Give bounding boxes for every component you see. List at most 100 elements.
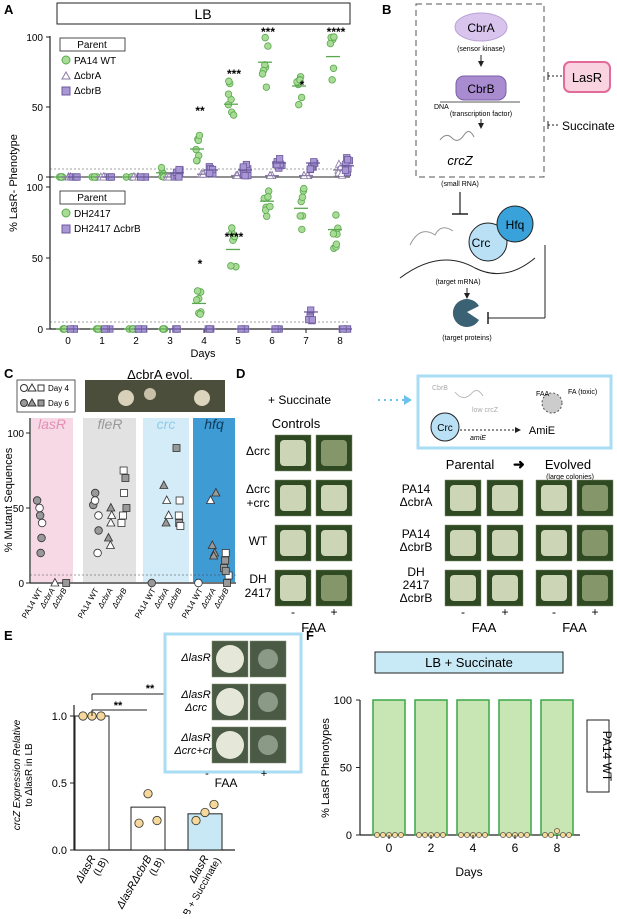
mutant-point xyxy=(175,496,184,505)
mutant-point xyxy=(107,510,117,519)
a-ytick-label: 100 xyxy=(26,183,43,194)
data-point xyxy=(262,83,271,91)
mutant-point xyxy=(106,502,116,512)
data-point xyxy=(175,165,183,174)
legend-bottom: Parent DH2417 DH2417 ΔcbrB xyxy=(59,190,141,235)
data-point xyxy=(296,76,304,84)
cbrb-label: CbrB xyxy=(467,82,494,96)
replicate-point xyxy=(458,832,464,838)
mutant-point xyxy=(119,466,128,475)
significance-star: ** xyxy=(195,104,205,118)
c-ytick-label: 0 xyxy=(18,579,24,590)
faa-label: FAA xyxy=(301,620,326,635)
e-bar-label: ΔlasRΔcbrB xyxy=(114,854,155,912)
crcz-rna-icon xyxy=(439,131,475,141)
panel-f-header: LB + Succinate xyxy=(425,655,513,670)
cbrb-sub: (transcription factor) xyxy=(450,111,512,118)
data-point xyxy=(258,70,267,78)
replicate-point xyxy=(542,832,548,838)
colony-tile xyxy=(576,524,614,562)
replicate-point xyxy=(392,832,398,838)
colony-tile xyxy=(444,524,482,562)
panel-letter-f: F xyxy=(306,628,314,643)
crcz-sub: (small RNA) xyxy=(441,181,479,188)
regulation-box xyxy=(415,3,545,178)
panel-a-ylabel: % LasR- Phenotype xyxy=(8,134,20,232)
faa-plus: + xyxy=(330,605,337,619)
mutant-point xyxy=(176,522,185,530)
a-xtick-label: 8 xyxy=(337,336,343,347)
cbra-node xyxy=(454,12,508,42)
replicate-point xyxy=(380,832,386,838)
target-protein-icon xyxy=(452,299,479,327)
mutant-point xyxy=(36,548,45,558)
crcz-label: crcZ xyxy=(447,153,473,168)
controls-label: Controls xyxy=(272,416,321,431)
faa-minus: - xyxy=(552,605,556,619)
faa-plus: + xyxy=(501,605,508,619)
gene-hfq: hfq xyxy=(204,416,224,432)
mutant-point xyxy=(223,579,231,587)
inset-colony-tile xyxy=(211,726,249,764)
e-ytick-label: 0.5 xyxy=(52,778,67,790)
data-point xyxy=(261,33,269,42)
significance-star: *** xyxy=(227,67,241,81)
mutant-point xyxy=(211,487,221,497)
data-point xyxy=(329,230,338,238)
inset-low-crcz: low crcZ xyxy=(472,407,499,414)
data-point xyxy=(329,64,338,72)
mutant-point xyxy=(163,510,174,519)
data-point xyxy=(332,211,340,219)
parental-label: Parental xyxy=(446,457,495,472)
inset-fa: FA (toxic) xyxy=(568,389,597,396)
replicate-point xyxy=(200,807,210,818)
colony-tile xyxy=(576,569,614,607)
strain-label: Δcrc+crc xyxy=(246,482,270,510)
mutant-point xyxy=(147,578,156,588)
legend-bottom-item-1: DH2417 ΔcbrB xyxy=(74,224,141,235)
f-ytick-label: 100 xyxy=(334,695,352,707)
inset-crc-protein xyxy=(430,412,460,442)
mutant-point xyxy=(37,518,47,528)
replicate-point xyxy=(374,832,380,838)
panel-letter-d: D xyxy=(236,366,245,381)
colony-tile xyxy=(274,479,312,517)
a-xtick-label: 5 xyxy=(235,336,241,347)
legend-top-item-2: ΔcbrB xyxy=(74,86,102,97)
significance-star: * xyxy=(300,78,305,92)
replicate-point xyxy=(191,815,201,826)
panel-a-xlabel: Days xyxy=(190,348,216,360)
f-ytick-label: 50 xyxy=(340,763,352,775)
data-point xyxy=(344,156,352,164)
lasr-phenotype-bar xyxy=(372,699,406,836)
colony-tile xyxy=(535,479,573,517)
panel-e-ylabel-2: to ΔlasR in LB xyxy=(24,743,35,807)
sig-1: ** xyxy=(146,683,155,695)
data-point xyxy=(328,76,336,84)
inset-colony-tile xyxy=(249,726,287,764)
replicate-point xyxy=(152,815,162,826)
data-point xyxy=(157,163,166,172)
lasr-phenotype-bar xyxy=(498,699,532,836)
c-ytick-label: 50 xyxy=(13,504,25,515)
panel-c-ylabel: % Mutant Sequences xyxy=(3,447,15,552)
legend-top-title: Parent xyxy=(77,40,107,51)
lasr-phenotype-bar xyxy=(540,699,574,836)
data-point xyxy=(308,316,316,324)
legend-top-item-1: ΔcbrA xyxy=(74,71,102,82)
significance-star: *** xyxy=(261,25,275,39)
mutant-point xyxy=(106,517,116,527)
panel-d: + Succinate CbrB low crcZ Crc amiE AmiE … xyxy=(245,374,614,635)
data-point xyxy=(341,166,350,174)
panel-f-header-box xyxy=(374,651,564,674)
mutant-point xyxy=(50,577,60,587)
f-xtick-label: 8 xyxy=(554,841,561,855)
colony-tile xyxy=(444,479,482,517)
evolved-label: Evolved xyxy=(545,457,591,472)
expression-bar xyxy=(74,715,110,851)
mutant-point xyxy=(194,578,203,588)
inset-amie: AmiE xyxy=(529,425,555,437)
panel-f-ylabel: % LasR Phenotypes xyxy=(320,718,332,818)
